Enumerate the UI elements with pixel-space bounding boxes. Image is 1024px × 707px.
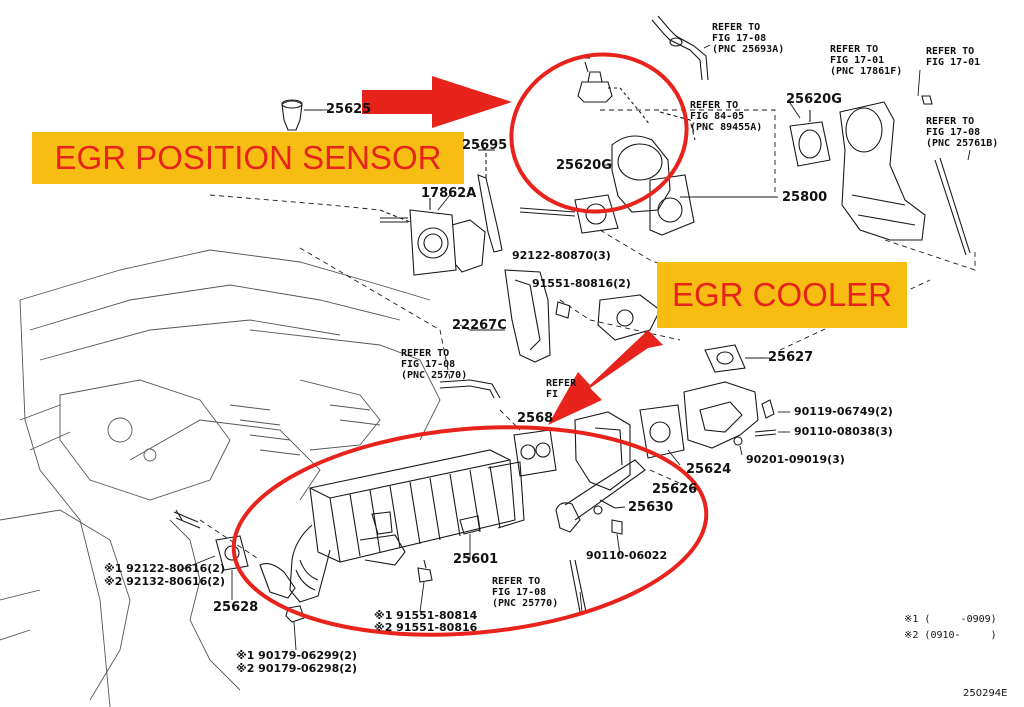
pn-25695: 25695 <box>462 138 508 153</box>
part-25601-egr-cooler <box>259 449 525 603</box>
pn-25628: 25628 <box>213 600 259 615</box>
pn-22267C: 22267C <box>452 318 507 333</box>
refer-note-89455A: REFER TO FIG 84-05 (PNC 89455A) <box>690 100 763 133</box>
studs-92122-80616 <box>173 509 201 529</box>
part-egr-valve <box>574 57 696 236</box>
refer-note-25770-left: REFER TO FIG 17-08 (PNC 25770) <box>401 348 468 381</box>
part-17862A <box>379 198 486 276</box>
pn-92132-80616: ※2 92132-80616(2) <box>104 575 225 588</box>
pn-25601: 25601 <box>453 552 499 567</box>
engine-block-outline <box>0 249 441 707</box>
bolt-91551-80816 <box>555 301 571 319</box>
studs-92122-80870 <box>380 207 576 223</box>
part-25627 <box>704 344 765 373</box>
pn-92122-80870: 92122-80870(3) <box>512 249 611 262</box>
nut-90179 <box>285 605 305 623</box>
egr-position-sensor-callout: EGR POSITION SENSOR <box>32 132 464 184</box>
pn-90179-06298: ※2 90179-06298(2) <box>236 662 357 675</box>
callout-arrows <box>362 76 663 425</box>
pipe-refer-25770-left <box>439 379 501 399</box>
egr-cooler-callout: EGR COOLER <box>657 262 907 328</box>
part-25625 <box>281 99 322 131</box>
egr-cooler-label: EGR COOLER <box>671 276 893 313</box>
sensor-highlight-ellipse <box>509 52 689 214</box>
leader-lines <box>179 99 801 651</box>
pn-25680: 2568 <box>517 411 554 426</box>
refer-leaders <box>703 44 971 161</box>
pn-91551-80814: ※1 91551-80814 <box>374 609 478 622</box>
pn-91551-80816: 91551-80816(2) <box>532 277 631 290</box>
pn-91551-80816-b: ※2 91551-80816 <box>374 621 478 634</box>
footnote-1: ※1 ( -0909) <box>904 614 997 625</box>
bolts-right <box>733 399 777 446</box>
pn-25630: 25630 <box>628 500 674 515</box>
pn-25620G-right: 25620G <box>786 92 842 107</box>
figure-id: 250294E <box>963 688 1008 699</box>
pipe-refer-25693A <box>651 15 709 81</box>
part-25620G-gasket <box>789 110 831 167</box>
refer-note-17861F: REFER TO FIG 17-01 (PNC 17861F) <box>830 44 903 77</box>
arrow-to-egr-sensor <box>362 76 512 128</box>
pn-92122-80616: ※1 92122-80616(2) <box>104 562 225 575</box>
part-intake-elbow <box>839 95 971 256</box>
pn-25626: 25626 <box>652 482 698 497</box>
part-egr-pipe-right <box>597 294 759 459</box>
part-25695 <box>475 144 503 253</box>
refer-note-25693A: REFER TO FIG 17-08 (PNC 25693A) <box>712 22 785 55</box>
highlight-ellipses <box>231 52 709 637</box>
refer-note-25761B: REFER TO FIG 17-08 (PNC 25761B) <box>926 116 999 149</box>
pn-90201-09019: 90201-09019(3) <box>746 453 845 466</box>
pn-25627: 25627 <box>768 350 814 365</box>
footnote-2: ※2 (0910- ) <box>904 630 997 641</box>
pn-25800: 25800 <box>782 190 828 205</box>
egr-position-sensor-label: EGR POSITION SENSOR <box>54 139 442 176</box>
pn-25620G-left: 25620G <box>556 158 612 173</box>
pn-25625: 25625 <box>326 102 372 117</box>
bolt-91551-80814 <box>417 559 433 583</box>
cooler-highlight-ellipse <box>231 425 709 637</box>
pn-25624: 25624 <box>686 462 732 477</box>
refer-note-partial: REFER FI <box>546 378 577 400</box>
bolt-90110-06022 <box>611 519 623 535</box>
pn-90110-06022: 90110-06022 <box>586 549 668 562</box>
part-25626 <box>574 411 631 491</box>
arrow-to-egr-cooler <box>548 330 663 425</box>
pn-90119-06749: 90119-06749(2) <box>794 405 893 418</box>
part-22267C <box>470 269 551 363</box>
pn-90110-08038: 90110-08038(3) <box>794 425 893 438</box>
refer-note-25770-bottom: REFER TO FIG 17-08 (PNC 25770) <box>492 576 559 609</box>
part-25630 <box>555 459 646 613</box>
refer-note-17-01: REFER TO FIG 17-01 <box>926 46 981 68</box>
pn-17862A: 17862A <box>421 186 477 201</box>
pn-90179-06299: ※1 90179-06299(2) <box>236 649 357 662</box>
